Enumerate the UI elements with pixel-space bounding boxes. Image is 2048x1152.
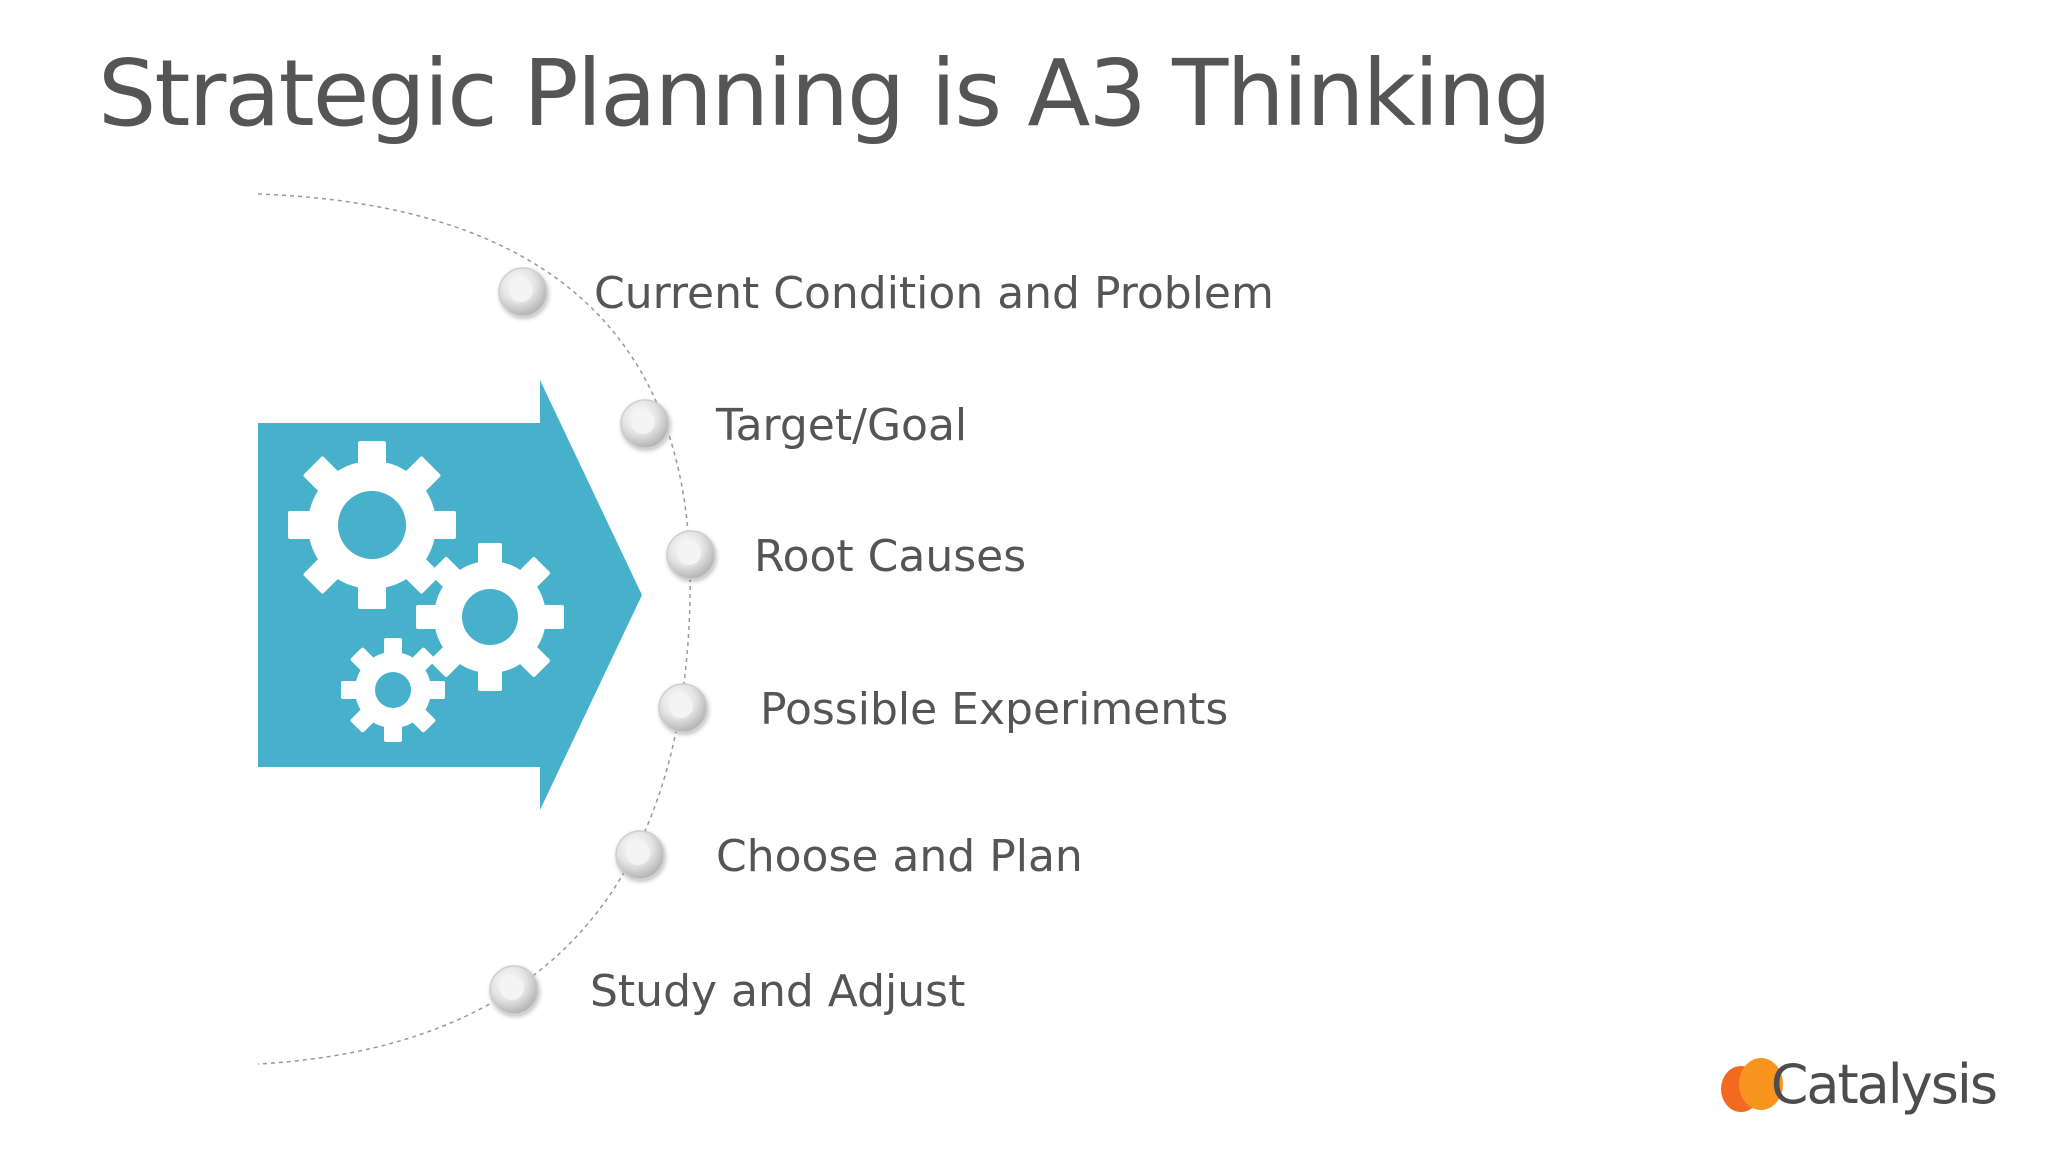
- logo-mark-icon: [1720, 1056, 1783, 1112]
- circle-bullet-icon: [666, 530, 716, 580]
- gears-icon: [288, 441, 564, 742]
- step-label-possible-experiments: Possible Experiments: [760, 684, 1229, 735]
- page-title: Strategic Planning is A3 Thinking: [98, 40, 1552, 147]
- gear-medium-icon: [416, 543, 564, 691]
- gear-large-icon: [288, 441, 456, 609]
- step-label-current-condition: Current Condition and Problem: [594, 268, 1274, 319]
- circle-bullet-icon: [489, 965, 539, 1015]
- step-label-choose-plan: Choose and Plan: [716, 831, 1083, 882]
- step-label-study-adjust: Study and Adjust: [590, 966, 966, 1017]
- logo-text: Catalysis: [1770, 1052, 1998, 1116]
- circle-bullet-icon: [498, 267, 548, 317]
- circle-bullet-icon: [615, 830, 665, 880]
- step-label-target-goal: Target/Goal: [716, 400, 968, 451]
- circle-bullet-icon: [658, 683, 708, 733]
- circle-bullet-icon: [620, 399, 670, 449]
- step-label-root-causes: Root Causes: [754, 531, 1027, 582]
- gear-small-icon: [341, 638, 445, 742]
- catalysis-logo: Catalysis: [1720, 1044, 1998, 1124]
